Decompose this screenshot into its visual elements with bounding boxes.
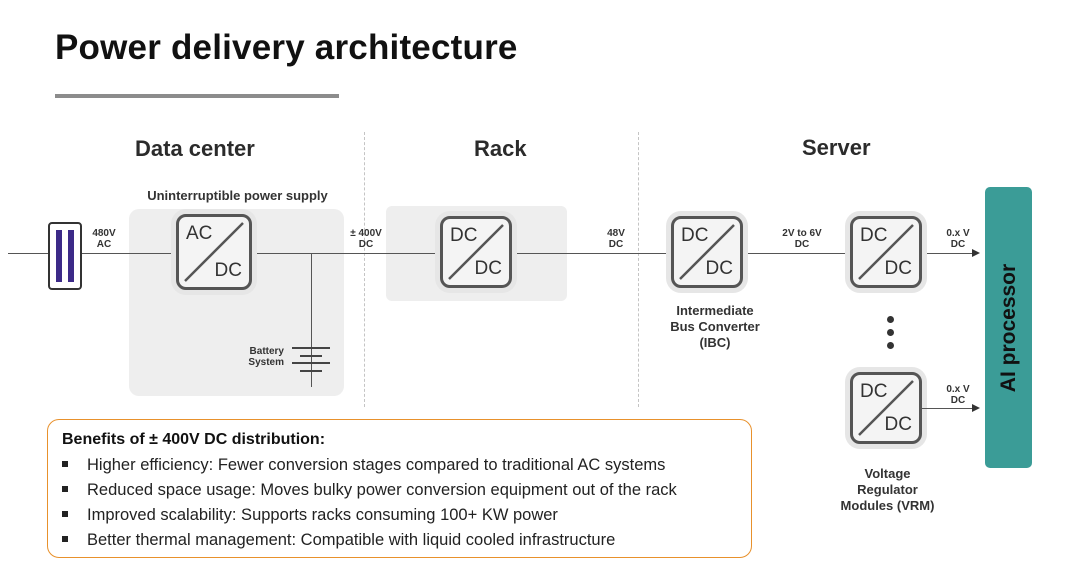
benefits-title: Benefits of ± 400V DC distribution: — [62, 431, 326, 448]
converter-diagonal-icon — [184, 222, 244, 282]
converter-diagonal-icon — [679, 224, 735, 280]
power-source-icon — [48, 222, 82, 290]
ups-label: Uninterruptible power supply — [147, 188, 328, 203]
benefits-box: Benefits of ± 400V DC distribution: High… — [47, 419, 752, 558]
ups-ac-dc-converter: AC DC — [176, 214, 252, 290]
ellipsis-dot — [887, 329, 894, 336]
converter-diagonal-icon — [858, 380, 914, 436]
battery-plate-icon — [300, 370, 322, 372]
battery-plate-icon — [300, 355, 322, 357]
ai-processor-block: AI processor — [985, 187, 1032, 468]
battery-plate-icon — [292, 347, 330, 349]
section-divider — [364, 132, 365, 407]
ellipsis-dot — [887, 316, 894, 323]
arrow-head-icon — [972, 249, 980, 257]
section-label-rack: Rack — [474, 136, 527, 161]
benefit-item: Reduced space usage: Moves bulky power c… — [62, 481, 677, 500]
section-label-data-center: Data center — [135, 136, 255, 161]
converter-diagonal-icon — [448, 224, 504, 280]
vrm-converter-bottom: DC DC — [850, 372, 922, 444]
battery-plate-icon — [292, 362, 330, 364]
vrm-output-line — [922, 408, 974, 409]
benefit-item: Better thermal management: Compatible wi… — [62, 531, 615, 550]
benefit-item: Higher efficiency: Fewer conversion stag… — [62, 456, 665, 475]
arrow-head-icon — [972, 404, 980, 412]
ibc-converter: DC DC — [671, 216, 743, 288]
ellipsis-dot — [887, 342, 894, 349]
vrm-converter-top: DC DC — [850, 216, 922, 288]
converter-diagonal-icon — [858, 224, 914, 280]
benefit-item: Improved scalability: Supports racks con… — [62, 506, 558, 525]
page-title: Power delivery architecture — [55, 28, 518, 67]
battery-branch-line — [311, 253, 312, 387]
rack-dc-dc-converter: DC DC — [440, 216, 512, 288]
title-underline — [55, 94, 339, 98]
section-label-server: Server — [802, 135, 871, 160]
ai-processor-label: AI processor — [996, 263, 1020, 392]
section-divider — [638, 132, 639, 407]
